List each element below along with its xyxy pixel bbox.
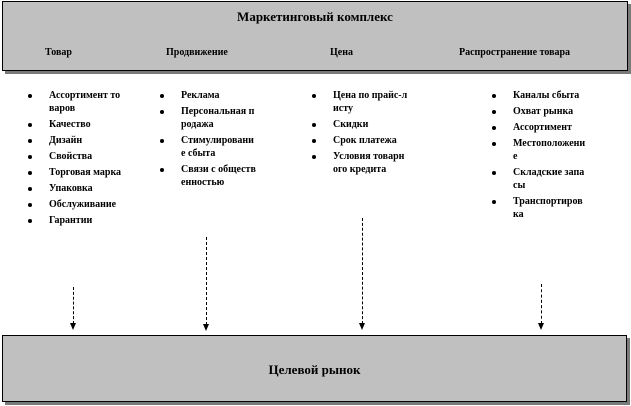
list-item: Персональная продажа: [159, 105, 256, 131]
list-item: Местоположение: [491, 137, 588, 163]
list-item: Связи с общественностью: [159, 163, 256, 189]
list-item: Ассортимент товаров: [27, 89, 125, 115]
list-item: Гарантии: [27, 214, 125, 227]
list-item: Дизайн: [27, 134, 125, 147]
list-item: Охват рынка: [491, 105, 588, 118]
distribution-list: Каналы сбыта Охват рынка Ассортимент Мес…: [491, 89, 588, 224]
category-price: Цена: [330, 47, 353, 58]
target-market-title: Целевой рынок: [268, 362, 361, 377]
list-item: Свойства: [27, 150, 125, 163]
list-item: Стимулирование сбыта: [159, 134, 256, 160]
list-item: Реклама: [159, 89, 256, 102]
list-item: Торговая марка: [27, 166, 125, 179]
list-item: Каналы сбыта: [491, 89, 588, 102]
list-item: Скидки: [311, 118, 408, 131]
list-item: Срок платежа: [311, 134, 408, 147]
list-item: Качество: [27, 118, 125, 131]
category-distribution: Распространение товара: [459, 47, 571, 58]
category-product: Товар: [45, 47, 72, 58]
list-item: Транспортировка: [491, 195, 588, 221]
category-promotion: Продвижение: [166, 47, 228, 58]
list-item: Складские запасы: [491, 166, 588, 192]
marketing-mix-title: Маркетинговый комплекс: [237, 9, 393, 24]
price-list: Цена по прайс-листу Скидки Срок платежа …: [311, 89, 408, 179]
list-item: Упаковка: [27, 182, 125, 195]
product-list: Ассортимент товаров Качество Дизайн Свой…: [27, 89, 125, 230]
list-item: Условия товарного кредита: [311, 150, 408, 176]
list-item: Ассортимент: [491, 121, 588, 134]
list-item: Цена по прайс-листу: [311, 89, 408, 115]
marketing-mix-box: Маркетинговый комплекс Товар Продвижение…: [2, 1, 628, 71]
target-market-box: Целевой рынок: [2, 335, 627, 402]
list-item: Обслуживание: [27, 198, 125, 211]
promotion-list: Реклама Персональная продажа Стимулирова…: [159, 89, 256, 192]
